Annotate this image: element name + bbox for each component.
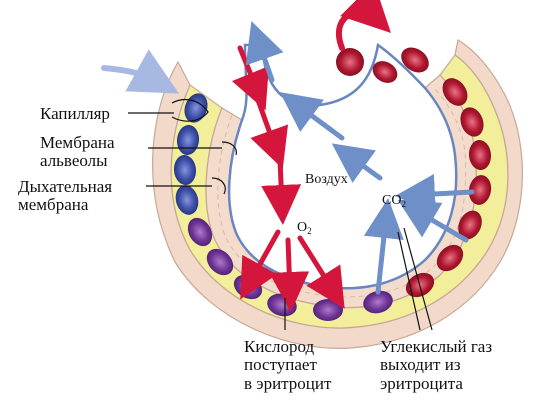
co2-arrows — [245, 21, 475, 295]
blood-flow-arrows — [101, 0, 391, 94]
label-oxygen-line1: Кислород — [244, 337, 314, 356]
label-alveolar-membrane-line2: альвеолы — [40, 151, 108, 170]
rbc-oxygenated — [336, 48, 364, 76]
blood-inflow-arrow — [101, 49, 179, 94]
label-co2: CO2 — [382, 193, 406, 209]
rbc-deoxygenated — [184, 93, 208, 123]
oxygen-arrow — [297, 235, 345, 309]
co2-arrow — [397, 199, 469, 243]
oxygen-arrow — [269, 237, 310, 312]
rbc-oxygenated — [372, 61, 398, 83]
label-co2-sub: 2 — [401, 199, 406, 209]
rbc-transitional — [313, 299, 343, 321]
label-alveolar-membrane: Мембрана альвеолы — [40, 133, 119, 170]
oxygen-arrows — [231, 45, 345, 312]
rbc-transitional — [187, 217, 213, 247]
label-co2-line1: Углекислый газ — [380, 337, 492, 356]
label-oxygen-line2: поступает — [244, 355, 317, 374]
rbc-oxygenated — [436, 244, 464, 272]
blood-outflow-arrow — [336, 0, 391, 51]
co2-arrow — [363, 198, 404, 295]
rbc-transitional — [206, 248, 234, 276]
label-respiratory-membrane: Дыхательная мембрана — [18, 177, 116, 214]
label-oxygen-enters: Кислород поступает в эритроцит — [244, 337, 332, 393]
oxygen-arrow — [261, 157, 302, 225]
rbc-deoxygenated — [173, 155, 197, 185]
rbc-transitional — [363, 290, 393, 314]
rbc-oxygenated — [458, 210, 482, 240]
rbc-oxygenated — [442, 78, 468, 106]
label-co2-line2: выходит из — [380, 355, 461, 374]
label-respiratory-membrane-line2: мембрана — [18, 195, 89, 214]
label-o2: O2 — [297, 220, 312, 236]
label-o2-main: O — [297, 220, 307, 235]
labels: Капилляр Мембрана альвеолы Дыхательная м… — [18, 104, 496, 393]
oxygen-arrow — [240, 229, 281, 300]
oxygen-arrow — [250, 97, 289, 169]
co2-arrow — [245, 21, 284, 83]
rbc-oxygenated — [468, 175, 492, 205]
label-air: Воздух — [305, 172, 348, 187]
leader-lines — [128, 99, 433, 331]
rbc-oxygenated — [460, 107, 484, 137]
co2-arrow — [395, 173, 475, 214]
alveolar-air-space — [227, 42, 458, 290]
label-co2-leaves: Углекислый газ выходит из эритроцита — [380, 337, 496, 393]
rbc-deoxygenated — [175, 185, 199, 215]
rbc-oxygenated — [401, 47, 429, 73]
oxygen-arrow — [231, 45, 269, 111]
label-respiratory-membrane-line1: Дыхательная — [18, 177, 112, 196]
label-co2-line3: эритроцита — [380, 374, 463, 393]
label-co2-main: CO — [382, 193, 401, 208]
co2-arrow — [331, 143, 383, 183]
co2-arrow — [279, 92, 345, 141]
rbc-oxygenated — [468, 140, 492, 170]
label-alveolar-membrane-line1: Мембрана — [40, 133, 115, 152]
label-o2-sub: 2 — [307, 226, 312, 236]
label-oxygen-line3: в эритроцит — [244, 374, 332, 393]
label-capillary: Капилляр — [40, 104, 110, 123]
